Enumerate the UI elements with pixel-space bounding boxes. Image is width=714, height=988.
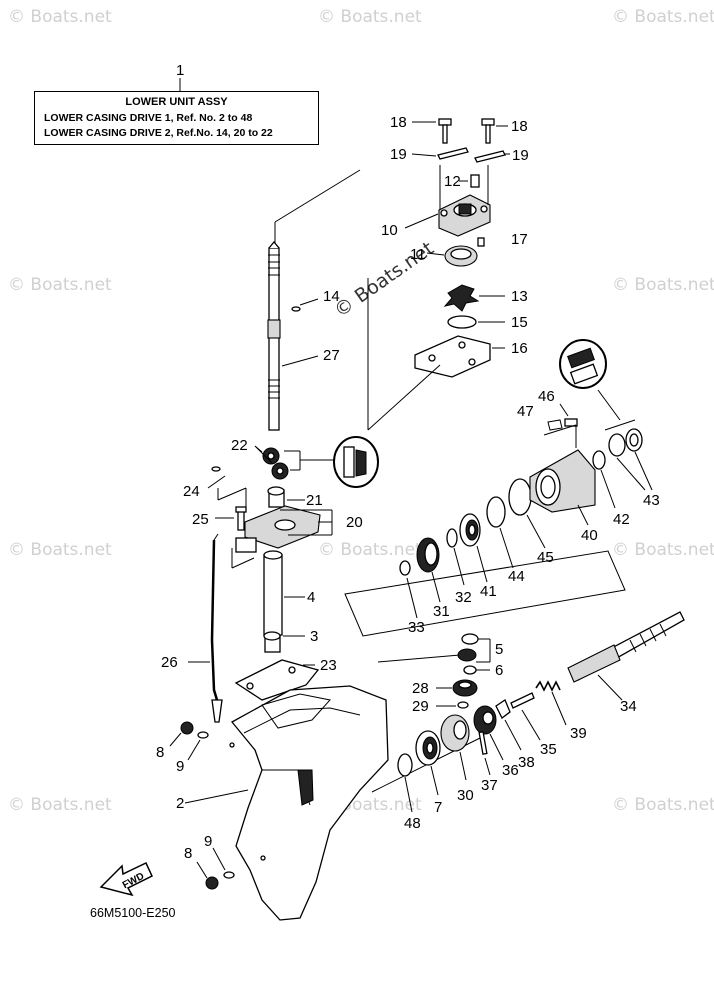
callout-labels: 1 18 18 19 19 12 10 17 11 13 14 15 16 27… — [156, 62, 660, 862]
svg-text:© Boats.net: © Boats.net — [8, 540, 112, 560]
fwd-arrow-icon: FWD — [99, 861, 153, 897]
callout-18: 18 — [511, 118, 528, 135]
callout-2: 2 — [176, 795, 184, 812]
water-pump-group — [367, 118, 510, 431]
callout-8: 8 — [156, 744, 164, 761]
callout-21: 21 — [306, 492, 323, 509]
callout-37: 37 — [481, 777, 498, 794]
callout-19: 19 — [512, 147, 529, 164]
callout-28: 28 — [412, 680, 429, 697]
callout-32: 32 — [455, 589, 472, 606]
diagram-code: 66M5100-E250 — [90, 906, 176, 920]
callout-41: 41 — [480, 583, 497, 600]
callout-12: 12 — [444, 173, 461, 190]
svg-text:© Boats.net: © Boats.net — [612, 795, 714, 815]
callout-16: 16 — [511, 340, 528, 357]
callout-44: 44 — [508, 568, 525, 585]
box-line-2: LOWER CASING DRIVE 2, Ref.No. 14, 20 to … — [44, 127, 273, 139]
callout-9: 9 — [176, 758, 184, 775]
callout-40: 40 — [581, 527, 598, 544]
callout-17: 17 — [511, 231, 528, 248]
callout-19: 19 — [390, 146, 407, 163]
svg-text:© Boats.net: © Boats.net — [612, 275, 714, 295]
callout-34: 34 — [620, 698, 637, 715]
grease-icon — [559, 339, 607, 389]
callout-4: 4 — [307, 589, 315, 606]
callout-14: 14 — [323, 288, 340, 305]
callout-22: 22 — [231, 437, 248, 454]
callout-18: 18 — [390, 114, 407, 131]
svg-text:© Boats.net: © Boats.net — [612, 7, 714, 27]
callout-27: 27 — [323, 347, 340, 364]
callout-5: 5 — [495, 641, 503, 658]
svg-text:© Boats.net: © Boats.net — [318, 540, 422, 560]
callout-42: 42 — [613, 511, 630, 528]
callout-6: 6 — [495, 662, 503, 679]
box-title: LOWER UNIT ASSY — [125, 96, 228, 108]
callout-46: 46 — [538, 388, 555, 405]
callout-29: 29 — [412, 698, 429, 715]
callout-25: 25 — [192, 511, 209, 528]
callout-3: 3 — [310, 628, 318, 645]
callout-10: 10 — [381, 222, 398, 239]
callout-33: 33 — [408, 619, 425, 636]
callout-20: 20 — [346, 514, 363, 531]
svg-text:© Boats.net: © Boats.net — [318, 7, 422, 27]
callout-1: 1 — [176, 62, 184, 79]
callout-47: 47 — [517, 403, 534, 420]
lower-unit-assy-box: LOWER UNIT ASSY LOWER CASING DRIVE 1, Re… — [34, 91, 319, 145]
callout-38: 38 — [518, 754, 535, 771]
callout-8: 8 — [184, 845, 192, 862]
gear-group — [344, 339, 685, 813]
callout-48: 48 — [404, 815, 421, 832]
svg-text:© Boats.net: © Boats.net — [612, 540, 714, 560]
box-line-1: LOWER CASING DRIVE 1, Ref. No. 2 to 48 — [44, 112, 253, 124]
grease-icon — [333, 436, 379, 488]
svg-text:© Boats.net: © Boats.net — [8, 7, 112, 27]
callout-43: 43 — [643, 492, 660, 509]
callout-13: 13 — [511, 288, 528, 305]
callout-31: 31 — [433, 603, 450, 620]
drive-shaft-group — [169, 169, 379, 761]
lower-casing — [184, 654, 481, 921]
callout-23: 23 — [320, 657, 337, 674]
callout-9: 9 — [204, 833, 212, 850]
callout-30: 30 — [457, 787, 474, 804]
callout-15: 15 — [511, 314, 528, 331]
callout-35: 35 — [540, 741, 557, 758]
callout-7: 7 — [434, 799, 442, 816]
callout-24: 24 — [183, 483, 200, 500]
callout-39: 39 — [570, 725, 587, 742]
svg-text:© Boats.net: © Boats.net — [8, 275, 112, 295]
svg-text:© Boats.net: © Boats.net — [8, 795, 112, 815]
callout-26: 26 — [161, 654, 178, 671]
callout-36: 36 — [502, 762, 519, 779]
callout-45: 45 — [537, 549, 554, 566]
callout-11: 11 — [410, 246, 426, 263]
